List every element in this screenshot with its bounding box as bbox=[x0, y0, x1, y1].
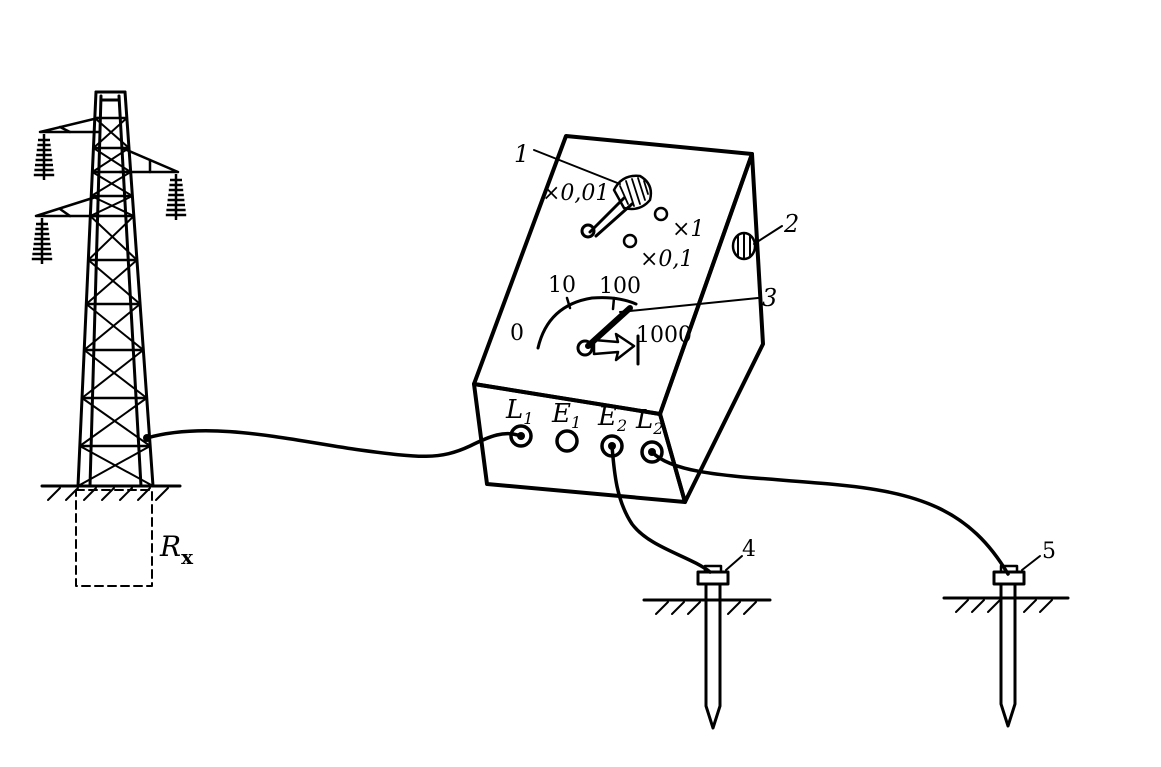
terminal-label-E1: E1 bbox=[551, 399, 581, 432]
range-selector-knob[interactable] bbox=[580, 174, 653, 239]
range-contact-x0-1 bbox=[622, 233, 638, 249]
insulator-right bbox=[165, 174, 187, 220]
lead-tower-to-L1 bbox=[145, 429, 522, 459]
scale-label-1000: 1000 bbox=[636, 323, 692, 348]
callout-5: 5 bbox=[1042, 539, 1056, 564]
callout-4: 4 bbox=[742, 537, 756, 562]
dial-scale-arc bbox=[536, 296, 638, 350]
meter-side-face bbox=[658, 152, 765, 504]
earth-resistance-meter: ×0,01 ×1 ×0,1 0 10 100 1000 bbox=[472, 134, 765, 504]
test-leads bbox=[145, 429, 1010, 576]
scale-label-0: 0 bbox=[510, 321, 524, 346]
scale-label-100: 100 bbox=[599, 274, 641, 299]
range-contact-x1 bbox=[653, 206, 669, 222]
range-label-x1: ×1 bbox=[672, 217, 704, 242]
callout-3: 3 bbox=[762, 284, 777, 312]
rx-grounding-box bbox=[75, 489, 153, 587]
rx-label: Rx bbox=[159, 530, 194, 569]
transmission-tower: Rx bbox=[31, 90, 194, 587]
lead-L2-to-probe-5 bbox=[650, 450, 1010, 576]
current-probe-5: 5 bbox=[942, 539, 1070, 728]
dial-pointer bbox=[576, 305, 640, 366]
range-label-x0-1: ×0,1 bbox=[640, 247, 693, 272]
insulator-lower-left bbox=[31, 218, 53, 264]
generator-crank-handle[interactable] bbox=[731, 231, 757, 261]
insulator-upper-left bbox=[33, 134, 55, 180]
terminal-label-L1: L1 bbox=[505, 395, 533, 428]
lead-E2-to-probe-4 bbox=[610, 444, 712, 574]
ground-hatch bbox=[47, 487, 169, 501]
scale-label-10: 10 bbox=[548, 273, 576, 298]
range-label-x0-01: ×0,01 bbox=[542, 181, 609, 206]
potential-probe-4: 4 bbox=[642, 537, 772, 730]
terminal-label-E2: E2 bbox=[597, 402, 627, 435]
terminal-E1[interactable] bbox=[555, 429, 579, 453]
callout-2: 2 bbox=[783, 210, 799, 238]
terminal-label-L2: L2 bbox=[635, 405, 663, 438]
callout-1: 1 bbox=[514, 140, 529, 168]
